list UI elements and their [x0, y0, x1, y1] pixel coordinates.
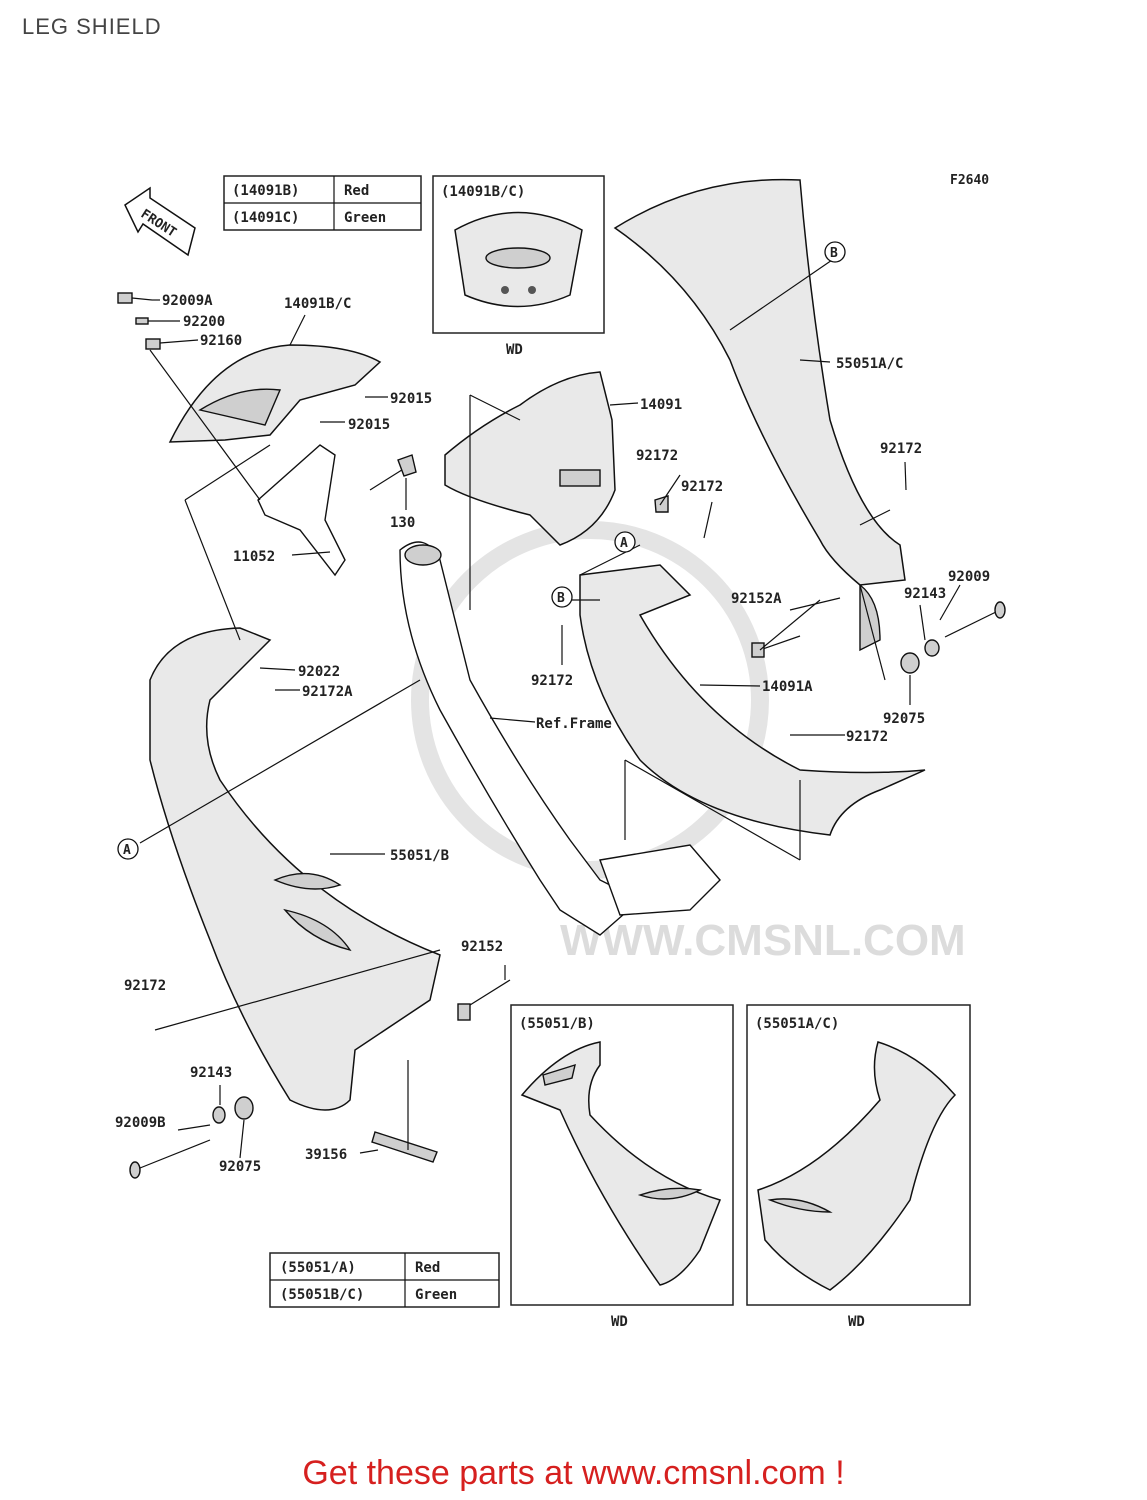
- inset-55051ac: (55051A/C) WD: [746, 1004, 971, 1330]
- label-14091a: 14091A: [762, 679, 813, 695]
- table-top-part-2: (14091C): [232, 210, 299, 226]
- washer-92143-right-icon: [924, 639, 940, 657]
- label-92009: 92009: [948, 569, 990, 585]
- part-labels: 92009A 92200 92160 14091B/C 92015 92015 …: [115, 293, 990, 1175]
- leader-lines: [139, 257, 961, 1159]
- svg-text:A: A: [123, 843, 131, 858]
- page-title: LEG SHIELD: [22, 14, 162, 39]
- grommet-92075-icon: [234, 1096, 254, 1120]
- ref-frame: [399, 541, 721, 936]
- watermark-text: WWW.CMSNL.COM: [560, 916, 966, 965]
- label-92172-a: 92172: [636, 448, 678, 464]
- table-top-part-1: (14091B): [232, 183, 299, 199]
- table-bottom-color-1: Red: [415, 1260, 440, 1276]
- label-92172a: 92172A: [302, 684, 353, 700]
- collar-92152-icon: [457, 979, 511, 1021]
- label-92009b: 92009B: [115, 1115, 166, 1131]
- color-table-bottom: (55051/A) Red (55051B/C) Green: [269, 1252, 500, 1308]
- label-92015-a: 92015: [390, 391, 432, 407]
- footer-link[interactable]: Get these parts at www.cmsnl.com !: [302, 1454, 845, 1492]
- bolt-92009-icon: [944, 601, 1006, 638]
- label-92015-b: 92015: [348, 417, 390, 433]
- table-bottom-part-1: (55051/A): [280, 1260, 356, 1276]
- label-92172-g: 92172: [124, 978, 166, 994]
- label-14091bc: 14091B/C: [284, 296, 351, 312]
- label-55051b: 55051/B: [390, 848, 449, 864]
- washer-92143-icon: [212, 1106, 226, 1124]
- inset-top-caption: WD: [506, 342, 523, 358]
- washer-92200-icon: [135, 317, 149, 325]
- grommet-92160-icon: [145, 338, 161, 350]
- label-92022: 92022: [298, 664, 340, 680]
- center-panel-14091a: [579, 564, 926, 836]
- table-top-color-1: Red: [344, 183, 369, 199]
- svg-text:B: B: [830, 246, 838, 261]
- label-92172-d: 92172: [880, 441, 922, 457]
- collar-92152a-icon: [751, 635, 801, 658]
- table-bottom-part-2: (55051B/C): [280, 1287, 364, 1303]
- figure-code: F2640: [950, 173, 989, 188]
- label-11052: 11052: [233, 549, 275, 565]
- label-55051ac: 55051A/C: [836, 356, 903, 372]
- svg-text:A: A: [620, 536, 628, 551]
- label-92152a: 92152A: [731, 591, 782, 607]
- inset-55051ac-caption: WD: [848, 1314, 865, 1330]
- bracket-11052: [257, 444, 417, 577]
- label-92152: 92152: [461, 939, 503, 955]
- label-130: 130: [390, 515, 415, 531]
- callout-a-2: A: [117, 838, 139, 860]
- shield-55051b: [149, 627, 441, 1111]
- label-92075: 92075: [219, 1159, 261, 1175]
- pad-39156-icon: [371, 1131, 438, 1163]
- color-table-top: (14091B) Red (14091C) Green: [223, 175, 422, 231]
- callout-a-1: A: [614, 531, 636, 553]
- inner-cover-14091: [444, 371, 669, 546]
- label-92160: 92160: [200, 333, 242, 349]
- label-14091: 14091: [640, 397, 682, 413]
- inset-55051ac-title: (55051A/C): [755, 1016, 839, 1032]
- inset-14091bc: (14091B/C) WD: [432, 175, 605, 358]
- bolt-92009b-icon: [129, 1139, 211, 1179]
- grommet-92075-right-icon: [900, 652, 920, 674]
- svg-text:B: B: [557, 591, 565, 606]
- label-92172-f: 92172: [846, 729, 888, 745]
- label-92172-e: 92172: [531, 673, 573, 689]
- screw-92009a-icon: [117, 292, 153, 304]
- label-ref-frame: Ref.Frame: [536, 716, 612, 732]
- inset-55051b-caption: WD: [611, 1314, 628, 1330]
- table-top-color-2: Green: [344, 210, 386, 226]
- label-92143-right: 92143: [904, 586, 946, 602]
- callout-b-1: B: [824, 241, 846, 263]
- label-92075-right: 92075: [883, 711, 925, 727]
- label-39156: 39156: [305, 1147, 347, 1163]
- shield-55051ac: [613, 178, 906, 652]
- inset-55051b: (55051/B) WD: [510, 1004, 734, 1330]
- inset-top-title: (14091B/C): [441, 184, 525, 200]
- callout-b-2: B: [551, 586, 573, 608]
- front-arrow-icon: FRONT: [124, 186, 196, 257]
- inset-55051b-title: (55051/B): [519, 1016, 595, 1032]
- label-92009a: 92009A: [162, 293, 213, 309]
- label-92200: 92200: [183, 314, 225, 330]
- table-bottom-color-2: Green: [415, 1287, 457, 1303]
- label-92172-b: 92172: [681, 479, 723, 495]
- label-92143: 92143: [190, 1065, 232, 1081]
